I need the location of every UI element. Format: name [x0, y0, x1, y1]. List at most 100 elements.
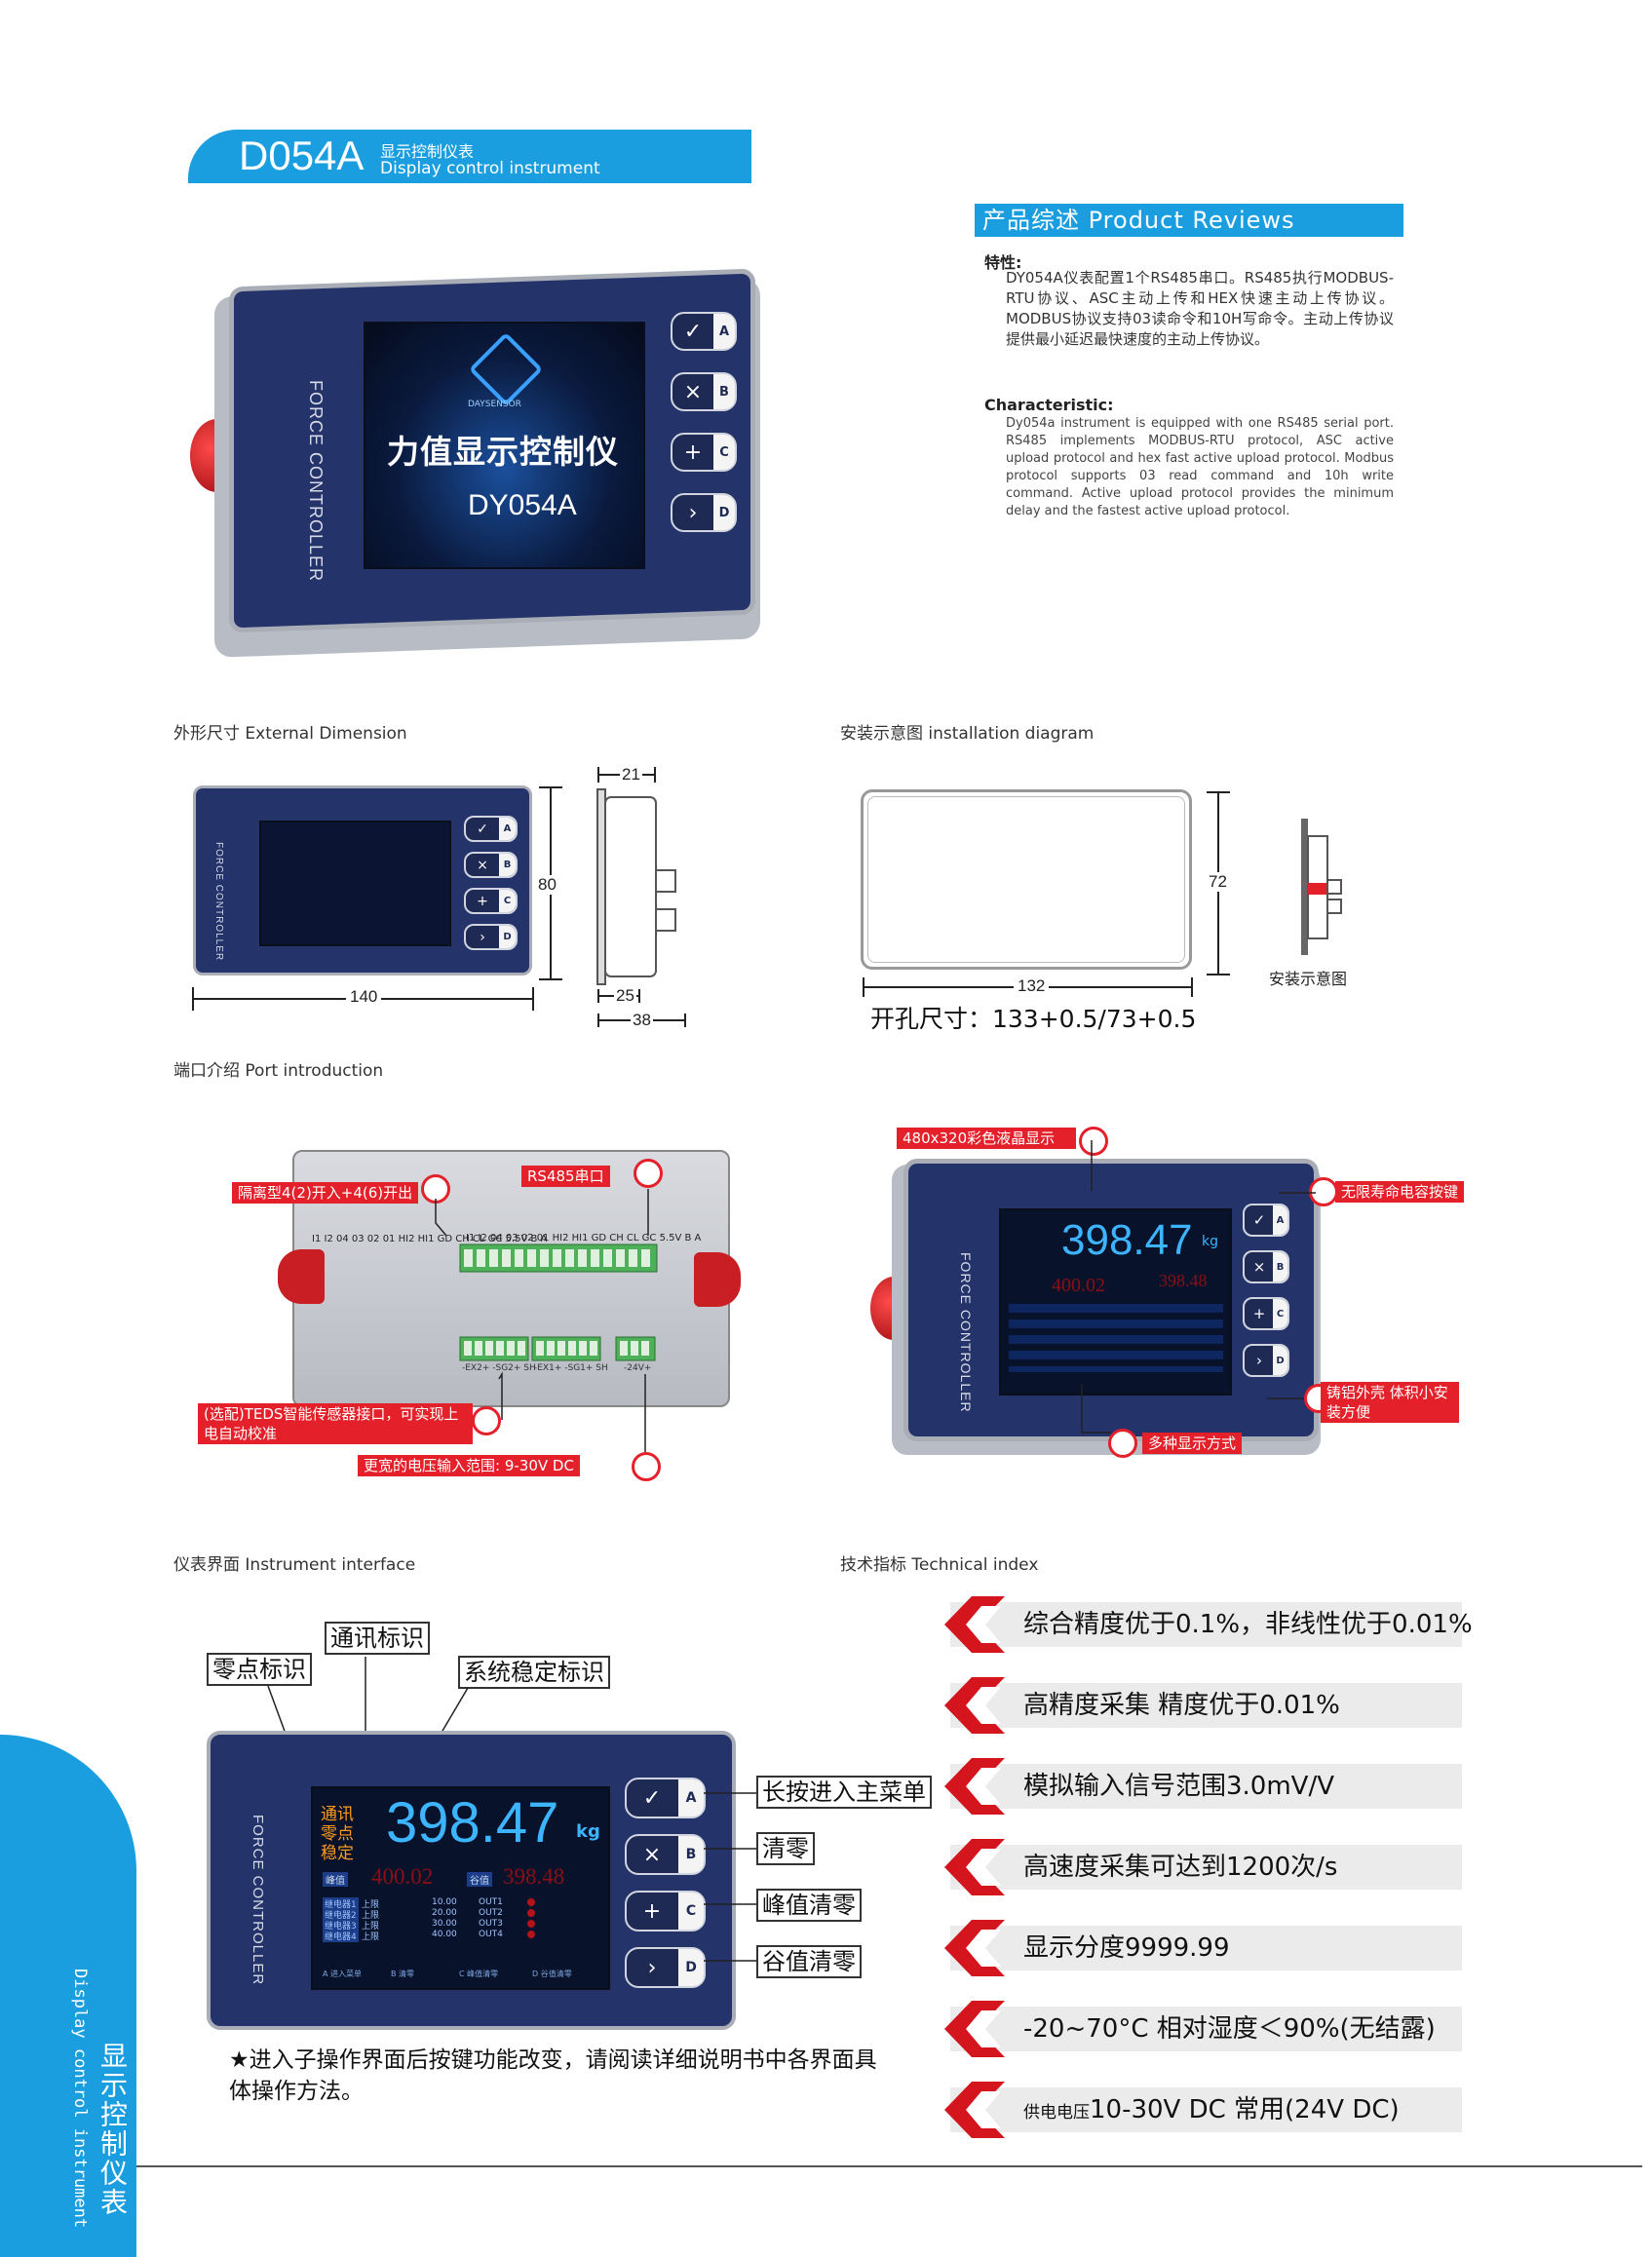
bottom-label-right: -24V+ — [624, 1363, 652, 1373]
side-tab-cn: 显示控制仪表 — [96, 2042, 129, 2217]
chevron-icon — [944, 1839, 1005, 1895]
key-func-b: 清零 — [756, 1832, 815, 1865]
logo-text: DAYSENSOR — [468, 400, 521, 409]
dim-front-panel: FORCE CONTROLLER ✓A ×B +C ›D — [193, 785, 532, 975]
interface-brand: FORCE CONTROLLER — [250, 1815, 266, 1986]
tech-row — [950, 2007, 1462, 2051]
label-zero: 零点标识 — [207, 1653, 312, 1686]
chevron-icon — [944, 2082, 1005, 2138]
callout-keys: 无限寿命电容按键 — [1335, 1181, 1465, 1203]
interface-key-c: +C — [625, 1891, 706, 1932]
rear-bracket-left — [278, 1249, 325, 1304]
side-tab — [0, 1735, 136, 2257]
peak-value: 400.02 — [371, 1864, 434, 1889]
splash-title: 力值显示控制仪 — [387, 433, 619, 471]
bottom-label-left: -EX2+ -SG2+ SH — [462, 1363, 536, 1373]
install-cutout — [861, 789, 1192, 970]
terminal-blocks — [459, 1243, 658, 1361]
chevron-icon — [944, 1920, 1005, 1976]
install-side-view — [1301, 819, 1342, 955]
dim-key-a: ✓A — [464, 816, 518, 842]
tech-row — [950, 1602, 1462, 1647]
hero-key-c[interactable]: +C — [671, 433, 737, 472]
tech-item: 高速度采集可达到1200次/s — [1023, 1853, 1338, 1882]
dim-brand: FORCE CONTROLLER — [213, 842, 224, 962]
peak-label: 峰值 — [323, 1872, 348, 1887]
front-device: FORCE CONTROLLER 398.47 kg 400.02 398.48… — [863, 1155, 1321, 1457]
tech-item: 供电电压10-30V DC 常用(24V DC) — [1023, 2095, 1400, 2124]
valley-value: 398.48 — [503, 1864, 565, 1889]
interface-device: FORCE CONTROLLER 通讯 零点 稳定 398.47 kg 峰值 4… — [207, 1731, 736, 2030]
hero-key-d[interactable]: ›D — [671, 493, 737, 532]
technical-index-title: 技术指标 Technical index — [840, 1555, 1039, 1575]
dim-height: 80 — [538, 875, 557, 895]
terminal-label: I1 I2 04 03 02 01 HI2 HI1 GD CH CL GC 5.… — [312, 1234, 548, 1244]
dim-depth-mid: 25 — [614, 986, 636, 1006]
label-comm: 通讯标识 — [325, 1622, 430, 1655]
title-cn: 显示控制仪表 — [380, 142, 475, 161]
tech-item: 显示分度9999.99 — [1023, 1933, 1230, 1963]
tech-item: 综合精度优于0.1%，非线性优于0.01% — [1023, 1610, 1473, 1639]
callout-teds-dot — [472, 1406, 501, 1435]
key-func-d: 谷值清零 — [756, 1945, 862, 1978]
callout-display-dot — [1108, 1429, 1137, 1458]
dim-key-c: +C — [464, 888, 518, 914]
hero-key-a[interactable]: ✓A — [671, 312, 737, 351]
model-title: D054A — [239, 133, 365, 178]
status-zero: 零点 — [321, 1824, 354, 1844]
interface-screen: 通讯 零点 稳定 398.47 kg 峰值 400.02 谷值 398.48 继… — [311, 1786, 610, 1990]
callout-voltage: 更宽的电压输入范围: 9-30V DC — [358, 1455, 580, 1476]
callout-display: 多种显示方式 — [1142, 1433, 1243, 1454]
callout-isolated-io: 隔离型4(2)开入+4(6)开出 — [232, 1182, 419, 1204]
label-stable: 系统稳定标识 — [458, 1656, 610, 1689]
port-intro-title: 端口介绍 Port introduction — [173, 1061, 384, 1081]
dim-key-d: ›D — [464, 924, 518, 950]
feature-en-text: Dy054a instrument is equipped with one R… — [1006, 416, 1394, 518]
callout-rs485: RS485串口 — [521, 1166, 610, 1187]
rear-bracket-right — [694, 1252, 741, 1307]
key-func-a: 长按进入主菜单 — [756, 1776, 932, 1809]
bottom-label-mid: -EX1+ -SG1+ SH — [534, 1363, 608, 1373]
header-banner — [188, 130, 751, 183]
instrument-interface-title: 仪表界面 Instrument interface — [173, 1555, 416, 1575]
callout-housing: 铸铝外壳 体积小安装方便 — [1321, 1382, 1459, 1423]
callout-lcd-dot — [1079, 1127, 1108, 1156]
dim-width: 140 — [346, 987, 382, 1007]
chevron-icon — [944, 1677, 1005, 1734]
chevron-icon — [944, 1758, 1005, 1815]
logo-icon — [468, 331, 544, 407]
hero-key-b[interactable]: ×B — [671, 372, 737, 411]
install-width: 132 — [1014, 976, 1050, 996]
front-brand: FORCE CONTROLLER — [958, 1252, 974, 1413]
status-comm: 通讯 — [321, 1805, 354, 1824]
dim-depth-total: 38 — [631, 1011, 653, 1030]
tech-item: 高精度采集 精度优于0.01% — [1023, 1691, 1340, 1720]
chevron-icon — [944, 1596, 1005, 1653]
tech-row — [950, 2087, 1462, 2132]
interface-unit: kg — [576, 1821, 600, 1842]
interface-key-a: ✓A — [625, 1778, 706, 1818]
title-en: Display control instrument — [380, 159, 600, 178]
tech-item: -20~70°C 相对湿度＜90%(无结露) — [1023, 2014, 1436, 2044]
dim-side-view — [596, 767, 686, 1027]
product-review-heading: 产品综述 Product Reviews — [975, 204, 1403, 237]
feature-cn-text: DY054A仪表配置1个RS485串口。RS485执行MODBUS-RTU协议、… — [1006, 269, 1394, 348]
tech-row — [950, 1683, 1462, 1728]
tech-row — [950, 1926, 1462, 1970]
callout-lcd: 480x320彩色液晶显示 — [897, 1128, 1077, 1149]
interface-main-value: 398.47 — [386, 1791, 559, 1855]
front-key-d: ›D — [1243, 1344, 1289, 1377]
callout-rs485-dot — [634, 1159, 663, 1188]
front-valley: 398.48 — [1159, 1271, 1208, 1290]
key-func-c: 峰值清零 — [756, 1889, 862, 1922]
callout-voltage-dot — [632, 1452, 661, 1481]
valley-label: 谷值 — [467, 1872, 492, 1887]
callout-teds: (选配)TEDS智能传感器接口，可实现上电自动校准 — [198, 1403, 473, 1444]
installation-title: 安装示意图 installation diagram — [840, 724, 1095, 744]
front-main-value: 398.47 — [1061, 1216, 1193, 1264]
front-key-b: ×B — [1243, 1250, 1289, 1283]
install-height: 72 — [1209, 872, 1227, 892]
